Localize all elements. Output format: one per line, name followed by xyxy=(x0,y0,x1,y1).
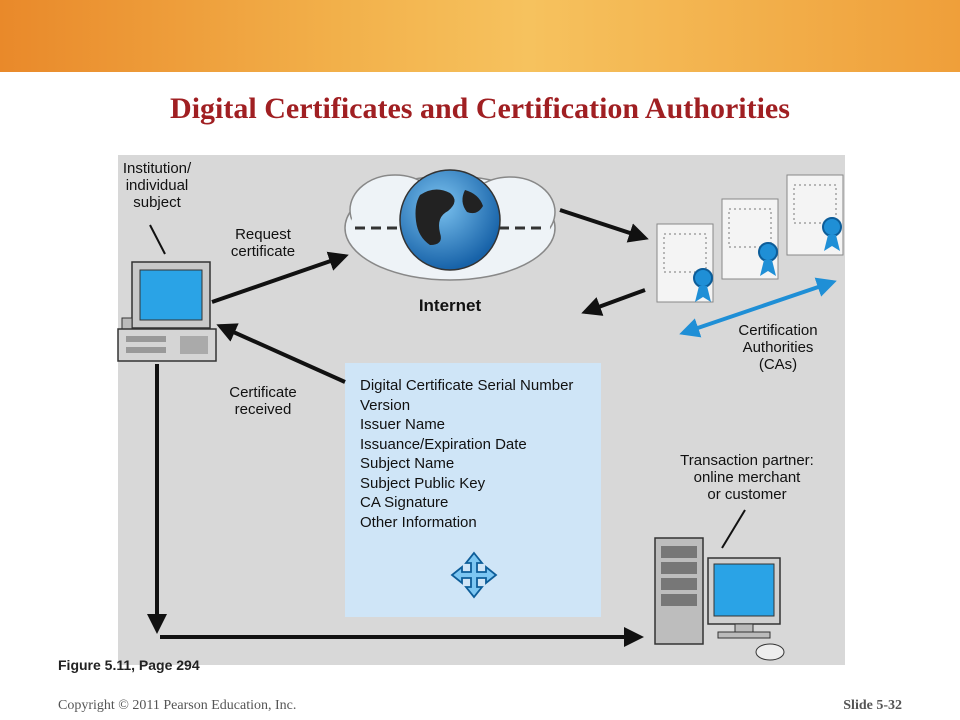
certificate-field: Subject Public Key xyxy=(360,474,486,492)
header-banner xyxy=(0,0,960,72)
internet-to-ca-arrow xyxy=(559,208,649,243)
slide-title: Digital Certificates and Certification A… xyxy=(170,92,790,125)
certificate-field: Digital Certificate Serial Number xyxy=(360,377,574,394)
slide-number: Slide 5-32 xyxy=(843,698,902,713)
certificate-received-label: Certificate received xyxy=(229,384,297,418)
subject-computer-icon xyxy=(117,261,217,362)
move-cursor-icon xyxy=(450,551,498,599)
subject-label: Institution/ individual subject xyxy=(122,160,192,211)
certificate-field: Subject Name xyxy=(360,455,455,472)
certificate-field: Version xyxy=(360,396,411,414)
certificate-documents-icon xyxy=(656,174,844,303)
certificate-field: Issuance/Expiration Date xyxy=(360,435,527,453)
certificate-field: Issuer Name xyxy=(360,416,446,433)
internet-cloud-icon xyxy=(344,169,556,281)
ca-to-internet-arrow xyxy=(581,288,646,316)
certificate-field: Other Information xyxy=(360,513,477,531)
ca-label: Certification Authorities (CAs) xyxy=(738,322,818,373)
certificate-received-arrow xyxy=(216,323,346,384)
subject-pointer-line xyxy=(149,224,166,255)
ca-relationship-arrow xyxy=(679,277,837,338)
request-arrow xyxy=(211,251,349,304)
request-certificate-label: Request certificate xyxy=(230,226,296,260)
transaction-partner-label: Transaction partner: online merchant or … xyxy=(680,452,814,503)
figure-caption: Figure 5.11, Page 294 xyxy=(58,657,200,673)
partner-computer-icon xyxy=(654,537,785,661)
copyright-text: Copyright © 2011 Pearson Education, Inc. xyxy=(58,698,297,713)
internet-label: Internet xyxy=(418,296,482,315)
partner-pointer-line xyxy=(721,509,746,549)
certificate-field: CA Signature xyxy=(360,494,449,511)
